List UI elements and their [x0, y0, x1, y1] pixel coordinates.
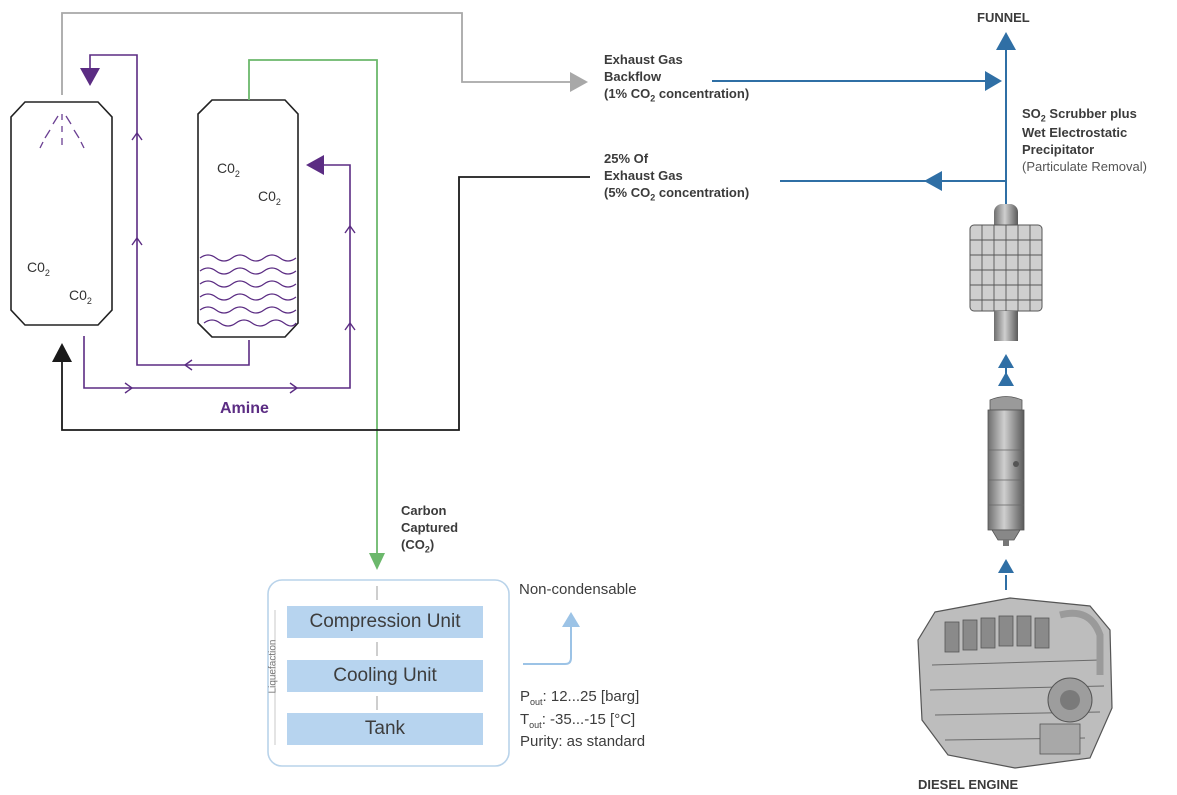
amine-loop	[83, 54, 351, 389]
absorber-column	[10, 101, 113, 326]
backflow-line	[61, 12, 588, 95]
engine-to-column-arrow	[998, 559, 1014, 573]
liquefaction-label: Liquefaction	[267, 639, 279, 694]
tank-unit: Tank	[287, 713, 483, 745]
compression-unit: Compression Unit	[287, 606, 483, 638]
funnel-label: FUNNEL	[977, 10, 1030, 25]
carbon-captured-label: Carbon Captured (CO2)	[401, 503, 459, 555]
captured-co2-line	[248, 59, 385, 570]
exhaust-25-percent-label: 25% Of Exhaust Gas (5% CO2 concentration…	[604, 151, 750, 203]
cooling-unit: Cooling Unit	[287, 660, 483, 692]
co2-label-stripper-1: C02	[217, 160, 240, 179]
funnel-arrow	[996, 32, 1016, 50]
stripper-column	[197, 99, 299, 338]
co2-label-absorber-2: C02	[69, 287, 92, 306]
exhaust-split-arrow	[924, 171, 942, 191]
amine-arrow-absorber-inlet	[80, 68, 100, 86]
stripper-packing-icon	[199, 254, 297, 327]
column-to-precipitator-arrow	[998, 372, 1014, 386]
amine-arrow-stripper-inlet	[306, 155, 324, 175]
diesel-engine-label: DIESEL ENGINE	[918, 777, 1019, 792]
amine-direction-chevrons	[124, 131, 356, 394]
exhaust-backflow-label: Exhaust Gas Backflow (1% CO2 concentrati…	[604, 52, 750, 104]
backflow-arrow	[985, 71, 1002, 91]
co2-label-stripper-2: C02	[258, 188, 281, 207]
engine-icon	[917, 597, 1113, 769]
purity-spec: Purity: as standard	[520, 733, 646, 751]
non-condensable-arrow	[523, 612, 580, 665]
non-condensable-label: Non-condensable	[519, 581, 637, 598]
exhaust-lines	[712, 48, 1007, 590]
spray-nozzle-icon	[39, 114, 85, 149]
precipitator-icon	[969, 204, 1043, 341]
amine-label: Amine	[220, 400, 269, 417]
scrubber-column-icon	[987, 396, 1025, 546]
liquefaction-specs: Pout: 12...25 [barg] Tout: -35...-15 [°C…	[520, 686, 645, 752]
pressure-out-spec: Pout: 12...25 [barg]	[520, 688, 640, 707]
gas-return-line	[52, 176, 590, 431]
precipitator-to-scrubber-arrow	[998, 354, 1014, 368]
co2-label-absorber-1: C02	[27, 259, 50, 278]
scrubber-label: SO2 Scrubber plus Wet Electrostatic Prec…	[1022, 106, 1147, 175]
temperature-out-spec: Tout: -35...-15 [°C]	[520, 710, 636, 730]
